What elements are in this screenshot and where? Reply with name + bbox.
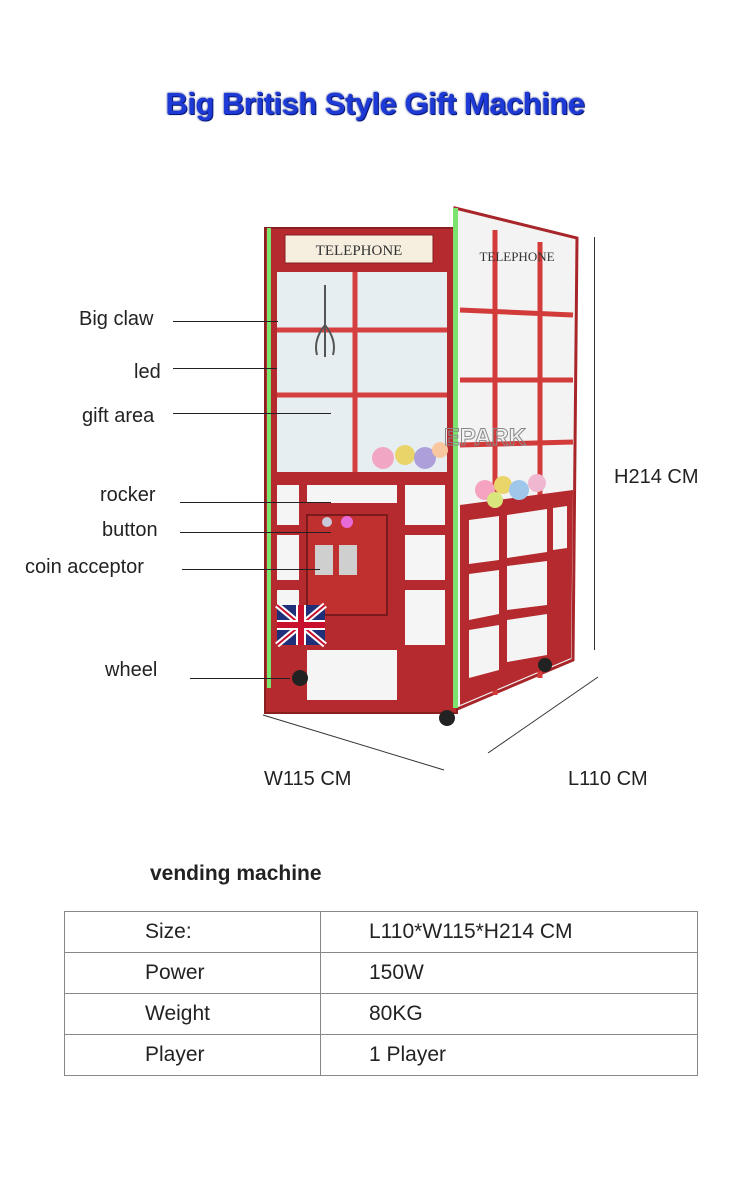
front-sign-text: TELEPHONE xyxy=(316,243,403,259)
leader-big-claw xyxy=(173,321,278,322)
spec-key: Size: xyxy=(64,911,321,953)
callout-big-claw: Big claw xyxy=(79,308,154,330)
spec-table: Size: L110*W115*H214 CM Power 150W Weigh… xyxy=(64,911,698,1076)
callout-wheel: wheel xyxy=(105,659,158,681)
page-title: Big British Style Gift Machine xyxy=(165,86,585,121)
side-sign-text: TELEPHONE xyxy=(479,249,554,264)
callout-coin-acceptor: coin acceptor xyxy=(25,556,144,578)
spec-value: 1 Player xyxy=(320,1034,698,1076)
height-dimension-line xyxy=(594,237,595,650)
spec-row: Size: L110*W115*H214 CM xyxy=(64,911,698,953)
height-dimension: H214 CM xyxy=(614,466,699,488)
spec-row: Player 1 Player xyxy=(64,1034,698,1076)
spec-key: Weight xyxy=(64,993,321,1035)
spec-key: Player xyxy=(64,1034,321,1076)
width-dimension: W115 CM xyxy=(264,768,352,790)
brand-watermark: EPARK xyxy=(444,424,527,451)
spec-value: 150W xyxy=(320,952,698,994)
leader-rocker xyxy=(180,502,331,503)
leader-gift-area xyxy=(173,413,331,414)
claw-machine-illustration: TELEPHONE TELEPHONE xyxy=(264,206,579,726)
product-type-heading: vending machine xyxy=(150,862,322,885)
spec-value: L110*W115*H214 CM xyxy=(320,911,698,953)
callout-rocker: rocker xyxy=(100,484,156,506)
spec-key: Power xyxy=(64,952,321,994)
leader-button xyxy=(180,532,331,533)
callout-gift-area: gift area xyxy=(82,405,155,427)
callout-led: led xyxy=(134,361,161,383)
leader-coin-acceptor xyxy=(182,569,320,570)
callout-button: button xyxy=(102,519,158,541)
spec-row: Weight 80KG xyxy=(64,993,698,1035)
length-dimension: L110 CM xyxy=(568,768,648,790)
leader-led xyxy=(173,368,277,369)
spec-value: 80KG xyxy=(320,993,698,1035)
leader-wheel xyxy=(190,678,290,679)
spec-row: Power 150W xyxy=(64,952,698,994)
